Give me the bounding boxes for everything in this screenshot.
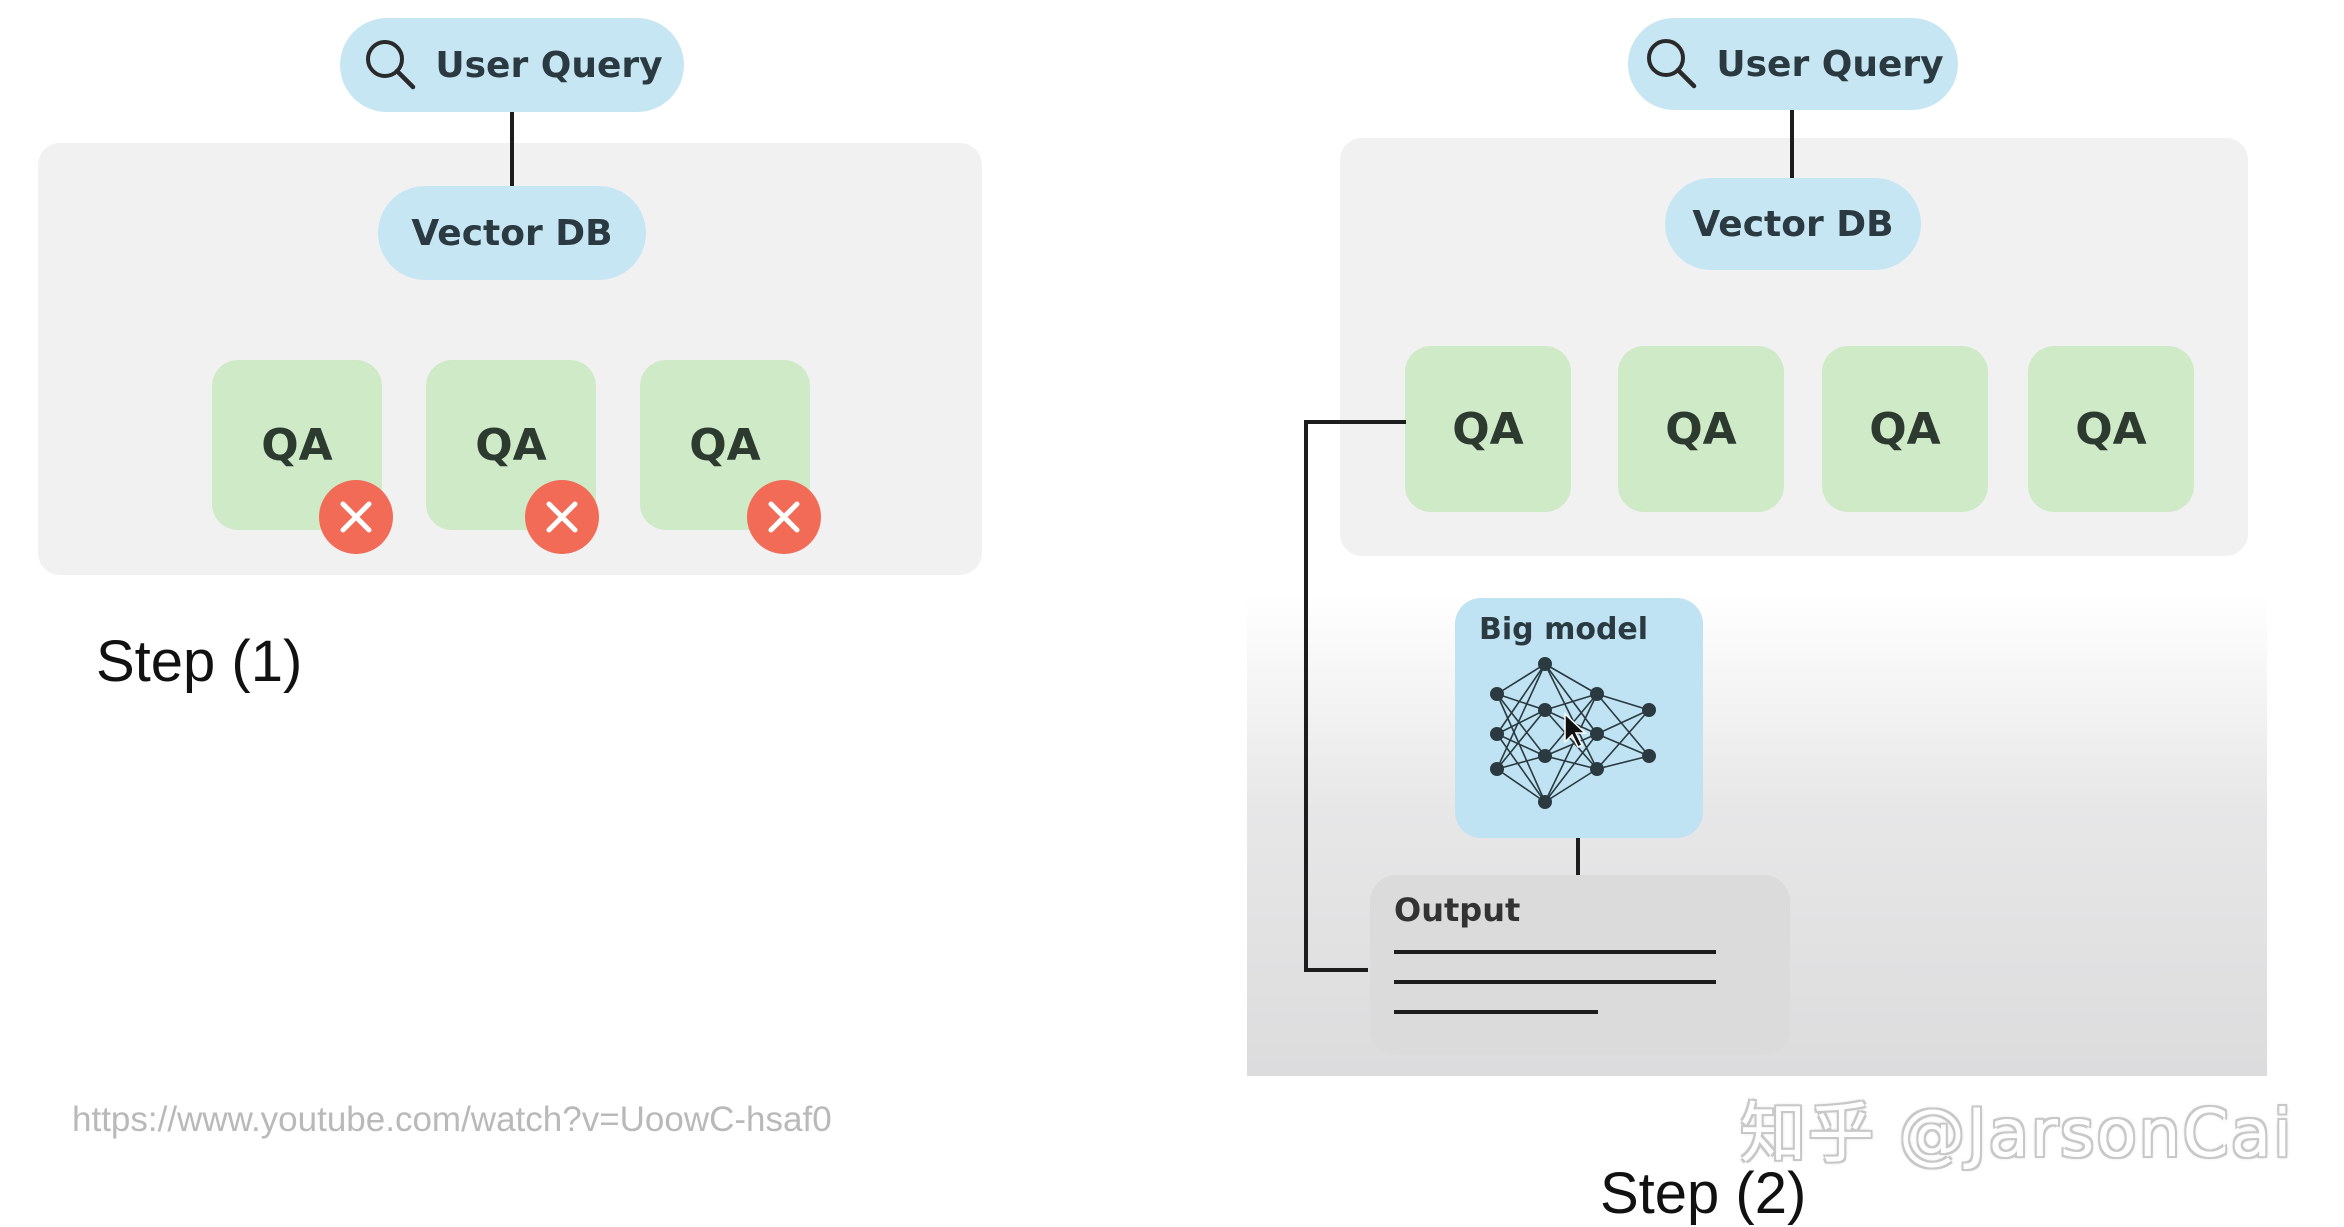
output-label: Output [1394,891,1521,929]
neural-network-icon [1490,657,1656,809]
connector-qa-output [1304,420,1406,972]
qa-card-1-step2: QA [1405,346,1571,512]
output-box: Output [1370,875,1790,1055]
user-query-label: User Query [1716,43,1944,85]
vector-db-pill-step2: Vector DB [1665,178,1921,270]
big-model-box: Big model [1455,598,1703,838]
cropped-caption [540,1196,1320,1214]
close-icon [525,480,599,554]
output-line-3 [1394,1010,1598,1014]
connector-model-output [1576,838,1580,878]
search-icon [1647,39,1697,89]
qa-card-4-step2: QA [2028,346,2194,512]
user-query-label: User Query [435,44,663,86]
watermark: 知乎 @JarsonCai [1740,1095,2294,1172]
search-icon [366,40,416,90]
user-query-pill-step1: User Query [340,18,684,112]
qa-label: QA [689,419,761,471]
qa-label: QA [1869,403,1941,455]
qa-label: QA [2075,403,2147,455]
qa-card-1-step1: QA [212,360,382,530]
user-query-pill-step2: User Query [1628,18,1958,110]
step-2-label: Step (2) [1600,1161,1807,1226]
step-1-label: Step (1) [96,629,303,694]
connector-query-db-step1 [510,112,514,188]
vector-db-pill-step1: Vector DB [378,186,646,280]
vector-db-label: Vector DB [411,212,613,254]
qa-card-2-step2: QA [1618,346,1784,512]
qa-label: QA [261,419,333,471]
qa-card-3-step1: QA [640,360,810,530]
big-model-label: Big model [1479,612,1649,647]
output-line-1 [1394,950,1716,954]
source-url: https://www.youtube.com/watch?v=UoowC-hs… [72,1100,832,1139]
qa-label: QA [1665,403,1737,455]
connector-query-db-step2 [1790,108,1794,180]
qa-label: QA [475,419,547,471]
output-line-2 [1394,980,1716,984]
vector-db-label: Vector DB [1692,203,1894,245]
qa-label: QA [1452,403,1524,455]
close-icon [747,480,821,554]
qa-card-3-step2: QA [1822,346,1988,512]
close-icon [319,480,393,554]
